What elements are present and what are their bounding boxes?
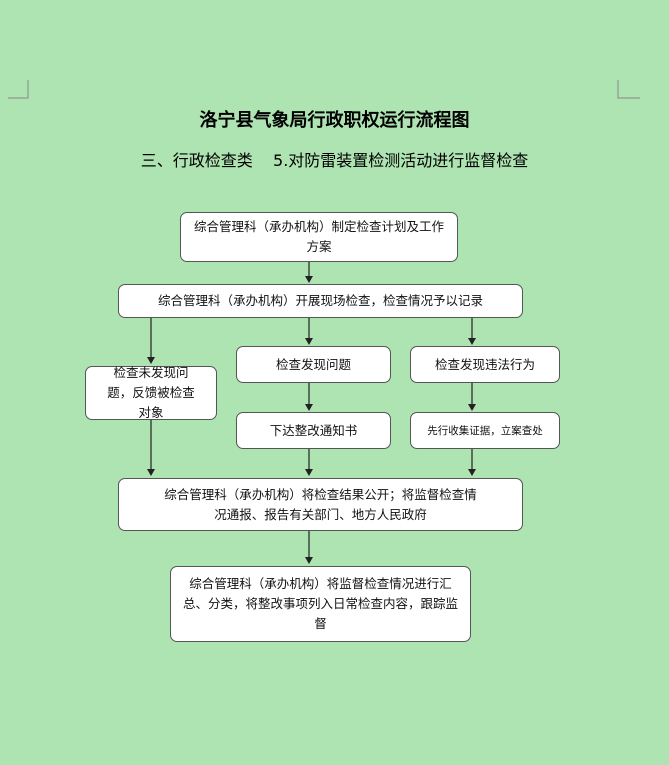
page-corner-mark-left bbox=[8, 80, 29, 99]
page-corner-mark-right bbox=[617, 80, 640, 99]
node-problem: 检查发现问题 bbox=[236, 346, 391, 383]
page-subtitle: 三、行政检查类 5.对防雷装置检测活动进行监督检查 bbox=[140, 151, 529, 170]
node-summary: 综合管理科（承办机构）将监督检查情况进行汇总、分类，将整改事项列入日常检查内容，… bbox=[170, 566, 471, 642]
node-evidence: 先行收集证据，立案查处 bbox=[410, 412, 560, 449]
node-plan: 综合管理科（承办机构）制定检查计划及工作方案 bbox=[180, 212, 458, 262]
node-onsite: 综合管理科（承办机构）开展现场检查，检查情况予以记录 bbox=[118, 284, 523, 318]
node-publish: 综合管理科（承办机构）将检查结果公开；将监督检查情况通报、报告有关部门、地方人民… bbox=[118, 478, 523, 531]
page-title: 洛宁县气象局行政职权运行流程图 bbox=[199, 110, 470, 131]
node-rectify: 下达整改通知书 bbox=[236, 412, 391, 449]
node-violation: 检查发现违法行为 bbox=[410, 346, 560, 383]
node-no-problem: 检查未发现问题，反馈被检查对象 bbox=[85, 365, 217, 420]
